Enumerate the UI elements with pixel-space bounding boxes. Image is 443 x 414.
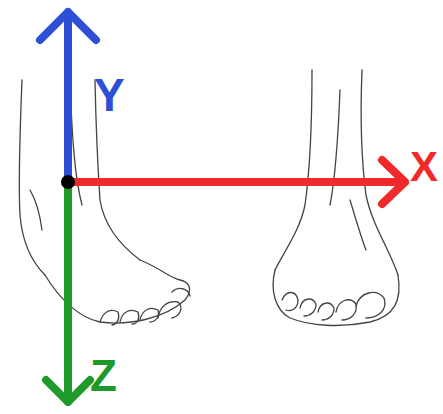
x-axis-arrow <box>68 160 405 204</box>
z-axis-arrow <box>46 182 90 402</box>
origin-dot <box>61 175 75 189</box>
axis-label: X <box>410 146 438 188</box>
axis-label: Z <box>90 354 117 398</box>
right-foot <box>273 70 399 325</box>
axis-label: Y <box>94 72 125 118</box>
y-axis-arrow <box>40 12 96 182</box>
